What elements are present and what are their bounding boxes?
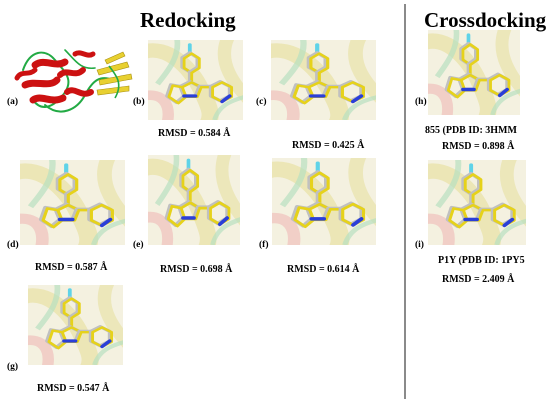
panel-b-rmsd: RMSD = 0.584 Å [158, 128, 231, 139]
panel-e-ligand-overlay [148, 155, 240, 245]
panel-h-rmsd: RMSD = 0.898 Å [442, 141, 515, 152]
panel-g-rmsd: RMSD = 0.547 Å [37, 383, 110, 394]
panel-b-label: (b) [133, 97, 145, 107]
panel-i-rmsd: RMSD = 2.409 Å [442, 274, 515, 285]
panel-i-ligand-id: P1Y (PDB ID: 1PY5 [438, 255, 525, 266]
panel-d-label: (d) [7, 240, 19, 250]
panel-e-rmsd: RMSD = 0.698 Å [160, 264, 233, 275]
panel-f-ligand-overlay [272, 158, 376, 245]
panel-h-ligand-id: 855 (PDB ID: 3HMM [425, 125, 517, 136]
ligand-pose-image [28, 285, 123, 365]
panel-f-rmsd: RMSD = 0.614 Å [287, 264, 360, 275]
panel-c-label: (c) [256, 97, 267, 107]
protein-ribbon-image [14, 49, 133, 113]
panel-d-rmsd: RMSD = 0.587 Å [35, 262, 108, 273]
panel-a-protein-structure [5, 40, 140, 125]
section-divider [404, 4, 406, 399]
panel-c-rmsd: RMSD = 0.425 Å [292, 140, 365, 151]
panel-a-label: (a) [7, 97, 19, 107]
panel-g-ligand-overlay [28, 285, 123, 365]
panel-b-ligand-overlay [148, 40, 243, 120]
panel-d-ligand-overlay [20, 160, 125, 245]
panel-e-label: (e) [133, 240, 144, 250]
ligand-pose-image [428, 30, 520, 115]
crossdocking-title: Crossdocking [424, 8, 547, 32]
ligand-pose-image [148, 40, 243, 120]
ligand-pose-image [428, 160, 526, 245]
ligand-pose-image [148, 155, 240, 245]
ligand-pose-image [272, 158, 376, 245]
panel-h-ligand-overlay [428, 30, 520, 115]
redocking-title: Redocking [140, 8, 236, 32]
panel-f-label: (f) [259, 240, 269, 250]
panel-g-label: (g) [7, 362, 19, 372]
panel-i-ligand-overlay [428, 160, 526, 245]
panel-c-ligand-overlay [271, 40, 376, 120]
ligand-pose-image [20, 160, 125, 245]
panel-h-label: (h) [415, 97, 427, 107]
panel-i-label: (i) [415, 240, 424, 250]
ligand-pose-image [271, 40, 376, 120]
